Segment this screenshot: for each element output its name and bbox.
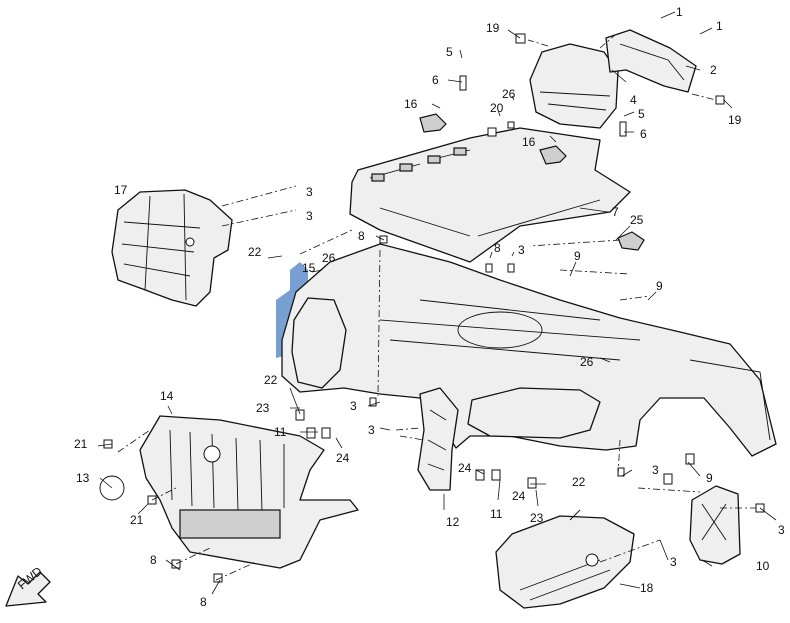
leader-lines xyxy=(97,11,777,595)
callout-8: 8 xyxy=(494,241,501,255)
callout-8: 8 xyxy=(200,595,207,609)
callout-13: 13 xyxy=(76,471,90,485)
part-2-bracket xyxy=(605,29,697,93)
part-16-clip-a xyxy=(419,113,447,133)
fwd-arrow-icon: FWD xyxy=(5,564,51,607)
callout-3: 3 xyxy=(778,523,785,537)
callout-9: 9 xyxy=(574,249,581,263)
callout-17: 17 xyxy=(114,183,128,197)
callout-3: 3 xyxy=(652,463,659,477)
callout-24: 24 xyxy=(512,489,526,503)
part-14-grille xyxy=(139,415,359,569)
callout-15: 15 xyxy=(302,261,316,275)
callout-3: 3 xyxy=(518,243,525,257)
callout-6: 6 xyxy=(640,127,647,141)
callout-10: 10 xyxy=(756,559,770,573)
callout-22: 22 xyxy=(264,373,278,387)
callout-9: 9 xyxy=(706,471,713,485)
part-10-side-plate xyxy=(689,485,741,565)
callout-3: 3 xyxy=(368,423,375,437)
callout-3: 3 xyxy=(350,399,357,413)
callout-25: 25 xyxy=(630,213,644,227)
callout-19: 19 xyxy=(486,21,500,35)
part-15-rear-fender xyxy=(281,243,777,457)
callout-2: 2 xyxy=(710,63,717,77)
callout-11: 11 xyxy=(274,425,287,439)
callout-8: 8 xyxy=(150,553,157,567)
part-18-lower-cover xyxy=(495,509,635,609)
callout-26: 26 xyxy=(580,355,594,369)
callout-21: 21 xyxy=(130,513,144,527)
callout-22: 22 xyxy=(572,475,586,489)
part-16-clip-b xyxy=(539,145,567,165)
callout-1: 1 xyxy=(676,5,683,19)
callout-5: 5 xyxy=(446,45,453,59)
part-12-bracket xyxy=(417,387,459,491)
callout-11: 11 xyxy=(490,507,503,521)
part-17-side-panel xyxy=(111,189,233,307)
part-25-clip xyxy=(617,231,645,251)
callout-7: 7 xyxy=(612,205,619,219)
callout-3: 3 xyxy=(306,185,313,199)
callout-22: 22 xyxy=(248,245,262,259)
callout-3: 3 xyxy=(306,209,313,223)
callout-26: 26 xyxy=(322,251,336,265)
callout-24: 24 xyxy=(458,461,472,475)
callout-8: 8 xyxy=(358,229,365,243)
callout-16: 16 xyxy=(522,135,536,149)
callout-19: 19 xyxy=(728,113,742,127)
callout-23: 23 xyxy=(256,401,270,415)
callout-18: 18 xyxy=(640,581,654,595)
callout-12: 12 xyxy=(446,515,460,529)
callout-5: 5 xyxy=(638,107,645,121)
callout-14: 14 xyxy=(160,389,174,403)
callout-labels: 1 1 2 19 19 4 5 6 5 6 26 20 16 16 7 25 1… xyxy=(74,5,785,609)
callout-26: 26 xyxy=(502,87,516,101)
callout-21: 21 xyxy=(74,437,88,451)
callout-6: 6 xyxy=(432,73,439,87)
callout-23: 23 xyxy=(530,511,544,525)
part-13-o-ring xyxy=(99,475,125,501)
part-4-rear-cover xyxy=(529,43,619,129)
callout-3: 3 xyxy=(670,555,677,569)
callout-4: 4 xyxy=(630,93,637,107)
callout-24: 24 xyxy=(336,451,350,465)
callout-1: 1 xyxy=(716,19,723,33)
callout-20: 20 xyxy=(490,101,504,115)
callout-16: 16 xyxy=(404,97,418,111)
callout-9: 9 xyxy=(656,279,663,293)
